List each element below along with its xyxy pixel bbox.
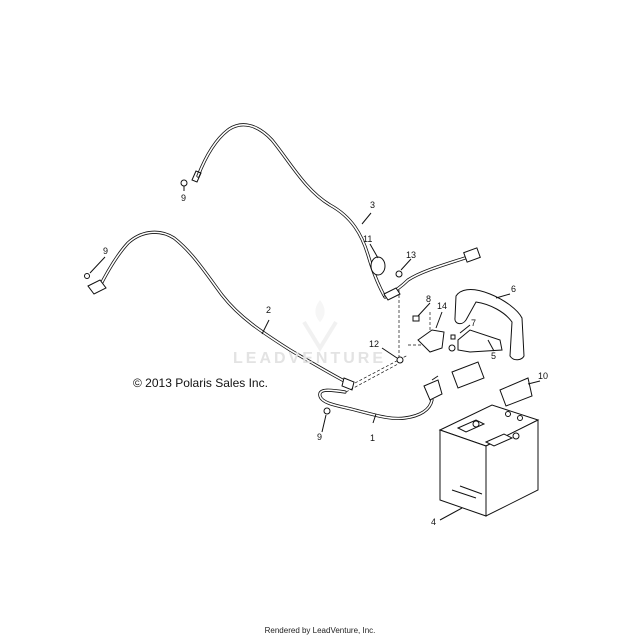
callout-9a: 9 xyxy=(181,193,186,203)
battery xyxy=(438,404,540,517)
callout-9b: 9 xyxy=(103,246,108,256)
footer-credit: Rendered by LeadVenture, Inc. xyxy=(264,626,376,635)
watermark: LEADVENTURE xyxy=(233,350,387,367)
hold-down-bracket xyxy=(454,289,525,361)
callout-9c: 9 xyxy=(317,432,322,442)
leadventure-logo-icon xyxy=(302,300,338,352)
callout-2: 2 xyxy=(266,305,271,315)
copyright-notice: © 2013 Polaris Sales Inc. xyxy=(133,376,268,390)
callout-13: 13 xyxy=(406,250,416,260)
cable-2 xyxy=(87,230,355,391)
bracket-5 xyxy=(457,329,503,353)
cable-1 xyxy=(318,375,443,421)
callout-4: 4 xyxy=(431,517,436,527)
callout-5: 5 xyxy=(491,351,496,361)
callout-11: 11 xyxy=(363,234,372,244)
pads xyxy=(451,361,533,407)
callout-12: 12 xyxy=(369,339,379,349)
callout-6: 6 xyxy=(511,284,516,294)
callout-1: 1 xyxy=(370,433,375,443)
callout-10: 10 xyxy=(538,371,548,381)
callout-3: 3 xyxy=(370,200,375,210)
callout-8: 8 xyxy=(426,294,431,304)
callout-14: 14 xyxy=(437,301,447,311)
callout-7: 7 xyxy=(471,318,476,328)
leader-lines xyxy=(89,186,541,521)
hardware-parts xyxy=(84,179,456,415)
cable-3 xyxy=(191,123,481,301)
